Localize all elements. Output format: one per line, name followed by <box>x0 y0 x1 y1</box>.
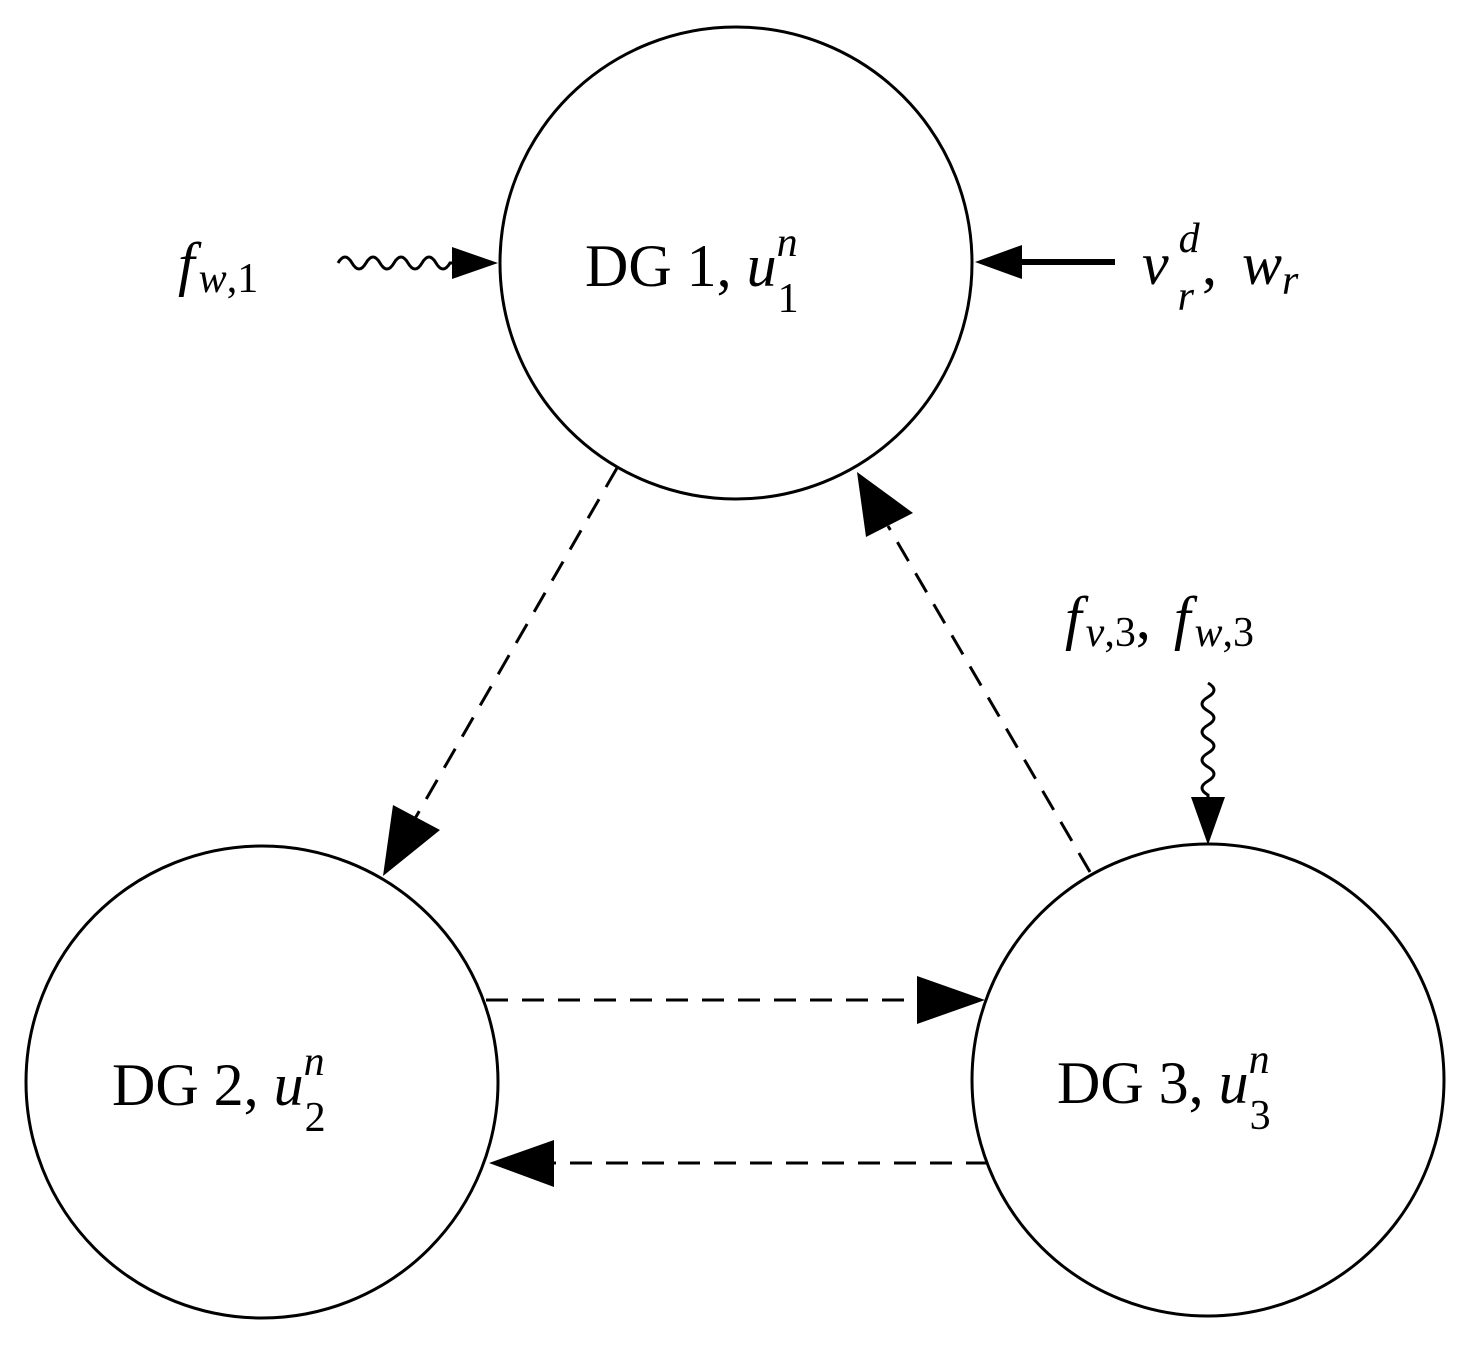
input-fw1-wavy-line <box>336 255 456 271</box>
input-f3-label: fv,3, fw,3 <box>1065 585 1254 656</box>
edge-dg3-to-dg2 <box>489 1140 988 1187</box>
input-fw1: fw,1 <box>178 231 498 302</box>
input-f3-arrowhead <box>1191 797 1225 845</box>
input-reference-arrowhead <box>975 245 1022 279</box>
input-fw1-label: fw,1 <box>178 231 258 302</box>
input-fw1-arrowhead <box>452 247 498 279</box>
edge-dg1-to-dg2-arrowhead <box>383 805 440 876</box>
edge-dg1-to-dg2 <box>383 467 619 876</box>
edge-dg3-to-dg1-arrowhead <box>857 472 913 537</box>
edge-dg2-to-dg3 <box>486 976 985 1024</box>
node-dg2-circle <box>24 844 500 1320</box>
edge-dg3-to-dg1-line <box>886 525 1092 873</box>
input-f3-wavy-line <box>1200 681 1216 803</box>
node-dg1-circle <box>498 25 974 501</box>
input-f3: fv,3, fw,3 <box>1065 585 1254 845</box>
edge-dg2-to-dg3-arrowhead <box>917 976 985 1024</box>
edge-dg3-to-dg2-arrowhead <box>489 1140 554 1187</box>
edge-dg1-to-dg2-line <box>411 467 619 823</box>
edge-dg3-to-dg1 <box>857 472 1092 873</box>
